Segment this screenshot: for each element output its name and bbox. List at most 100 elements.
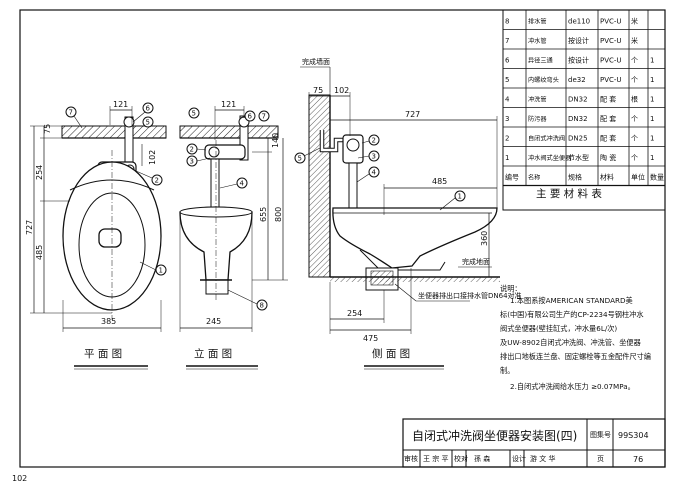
bom-cell: PVC-U [600, 76, 622, 84]
notes-line-7: 2.自闭式冲洗阀给水压力 ≥0.07MPa。 [510, 382, 635, 391]
notes-line-1: 1.本图系按AMERICAN STANDARD美 [510, 296, 633, 305]
bom-cell: 6 [505, 57, 510, 65]
callout-elev-7: 7 [262, 113, 266, 121]
bom-cell: DN32 [568, 115, 588, 123]
dim-elev-121: 121 [221, 100, 236, 109]
callout-plan-1: 1 [159, 267, 163, 275]
callout-side-3: 3 [372, 153, 376, 161]
sheet-page-number: 102 [12, 474, 27, 483]
dim-side-727: 727 [405, 110, 420, 119]
bom-cell: 1 [650, 154, 654, 162]
callout-elev-4: 4 [240, 180, 245, 188]
bom-cell: 根 [631, 95, 638, 104]
bom-cell: 冲水阀式坐便器 [528, 154, 572, 162]
dim-plan-385: 385 [101, 317, 116, 326]
dim-elev-140: 140 [271, 133, 280, 148]
bom-cell: de32 [568, 76, 586, 84]
bom-cell: PVC-U [600, 57, 622, 65]
elevation-view: 121 140 655 800 245 5 6 7 2 3 4 8 立 面 图 [179, 100, 288, 370]
bom-cell: 米 [631, 17, 638, 26]
dim-plan-102: 102 [148, 150, 157, 165]
bom-cell: 1 [650, 76, 654, 84]
bom-cell: 7 [505, 37, 509, 45]
callout-elev-8: 8 [260, 302, 264, 310]
bom-cell: 1 [505, 154, 509, 162]
elevation-view-title: 立 面 图 [194, 347, 232, 360]
notes: 说明： 1.本图系按AMERICAN STANDARD美 标(中国)有限公司生产… [500, 284, 651, 391]
label-finished-wall: 完成墙面 [302, 57, 330, 66]
bom-cell: PVC-U [600, 37, 622, 45]
callout-elev-5: 5 [192, 110, 196, 118]
bom-cell: 冲洗管 [528, 96, 547, 104]
reviewer-name: 王 宗 平 [423, 454, 448, 463]
bom-cell: 个 [631, 135, 638, 143]
dim-side-102: 102 [334, 86, 349, 95]
bom-cell: 3 [505, 115, 509, 123]
callout-side-2: 2 [372, 137, 376, 145]
bom-cell: 4 [505, 96, 510, 104]
bom-cell: 排水管 [528, 18, 547, 26]
bom-header-cell: 编号 [505, 173, 519, 182]
callout-plan-6: 6 [146, 105, 151, 113]
bom-cell: 2 [505, 135, 509, 143]
dim-side-75: 75 [313, 86, 323, 95]
bom-cell: 个 [631, 76, 638, 84]
drawing-title: 自闭式冲洗阀坐便器安装图(四) [412, 428, 577, 443]
bom-cell: 自闭式冲洗阀 [528, 135, 565, 143]
bom-header-cell: 单位 [631, 173, 645, 182]
page-number: 76 [633, 455, 643, 464]
bom-cell: 米 [631, 36, 638, 45]
atlas-label: 图集号 [590, 430, 611, 439]
dim-plan-254: 254 [35, 165, 44, 180]
callout-side-1: 1 [458, 193, 462, 201]
bom-cell: 1 [650, 57, 654, 65]
label-finished-floor: 完成地面 [462, 257, 490, 266]
bom-cell: 冲水管 [528, 37, 547, 45]
dim-elev-800: 800 [274, 207, 283, 222]
side-view: 完成墙面 完成地面 75 102 727 [294, 57, 522, 370]
dim-plan-121: 121 [113, 100, 128, 109]
bom-cell: DN25 [568, 135, 588, 143]
bom-cell: 5 [505, 76, 509, 84]
designer-name: 游 文 华 [530, 454, 555, 463]
notes-line-4: 及UW-8902自闭式冲洗阀、冲洗管、坐便器 [500, 338, 641, 347]
notes-line-2: 标(中国)有限公司生产的CP-2234号钢柱冲水 [500, 310, 644, 319]
bom-header-cell: 数量 [650, 173, 664, 182]
dim-elev-655: 655 [259, 207, 268, 222]
side-view-title: 侧 面 图 [372, 347, 410, 360]
notes-line-6: 制。 [500, 366, 514, 375]
bom-cell: 异径三通 [528, 57, 553, 65]
callout-side-5: 5 [298, 155, 302, 163]
label-outlet-note: 坐便器排出口接排水管DN64对准 [418, 291, 522, 300]
bom-cell: de110 [568, 18, 590, 26]
bom-title: 主 要 材 料 表 [536, 187, 602, 200]
dim-elev-245: 245 [206, 317, 221, 326]
bom-cell: 1 [650, 96, 654, 104]
callout-elev-2: 2 [190, 146, 194, 154]
bom-cell: 配 套 [600, 114, 616, 123]
callout-elev-6: 6 [248, 113, 253, 121]
bom-cell: 按设计 [568, 56, 589, 65]
bom-cell: 个 [631, 57, 638, 65]
dim-plan-485: 485 [35, 245, 44, 260]
title-block: 自闭式冲洗阀坐便器安装图(四) 图集号 99S304 审核 王 宗 平 校对 孫… [402, 418, 666, 468]
check-label: 校对 [454, 454, 468, 463]
notes-line-5: 排出口地板连兰盘、固定螺栓等五金配件尺寸编 [500, 352, 651, 361]
bom-cell: 节水型 [568, 153, 589, 162]
plan-view-title: 平 面 图 [84, 348, 122, 360]
plan-view: 121 75 254 485 727 102 385 7 6 5 2 1 [25, 100, 167, 370]
dim-side-360: 360 [480, 231, 489, 246]
bom-cell: 8 [505, 18, 509, 26]
bom-cell: 1 [650, 115, 654, 123]
atlas-number: 99S304 [618, 431, 649, 440]
bom-cell: 配 套 [600, 95, 616, 104]
notes-line-3: 阀式坐便器(壁挂缸式，冲水量6L/次) [500, 324, 617, 333]
bom-cell: DN32 [568, 96, 588, 104]
page-label: 页 [597, 455, 604, 463]
bom-cell: 防污器 [528, 115, 547, 123]
bom-cell: 陶 瓷 [600, 153, 616, 162]
dim-plan-727: 727 [25, 220, 34, 235]
dim-plan-75: 75 [43, 124, 52, 134]
